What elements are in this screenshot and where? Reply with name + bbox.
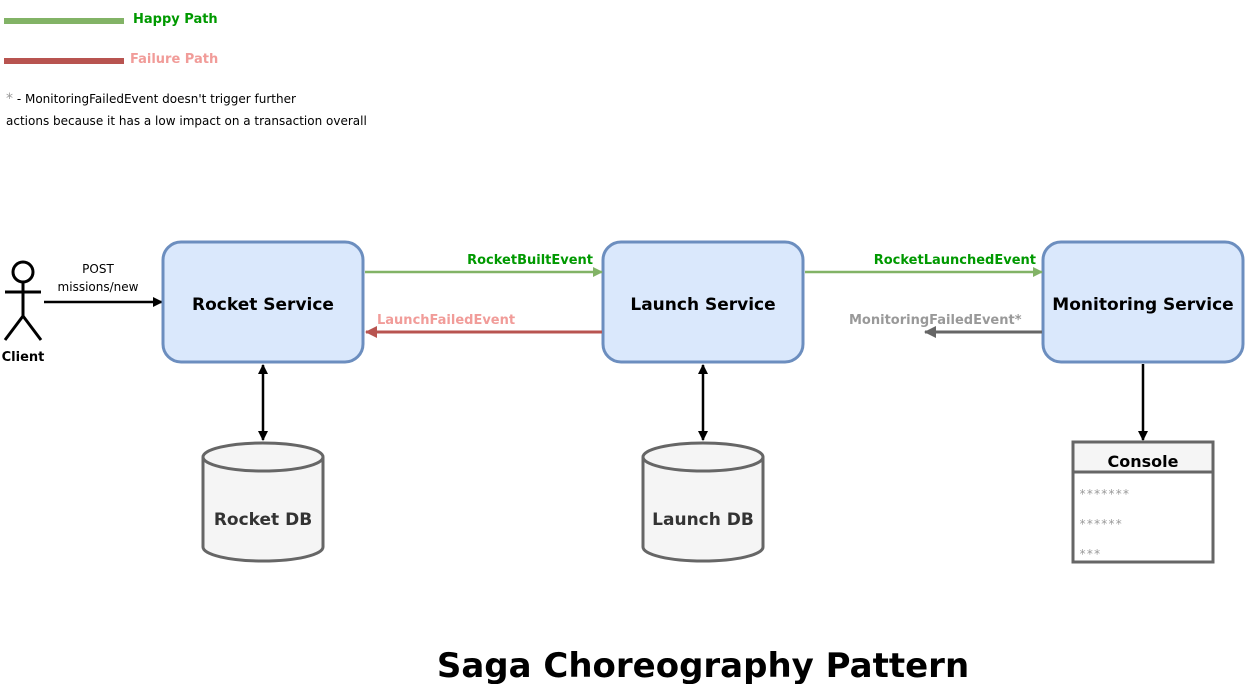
client-head-icon	[11, 260, 35, 284]
diagram-title: Saga Choreography Pattern	[437, 646, 969, 684]
legend-happy-swatch	[4, 18, 124, 24]
launch-service-box	[601, 240, 805, 364]
launch-db-node: Launch DB	[641, 441, 765, 563]
client-leg-left	[3, 315, 25, 341]
console-line-3: ***	[1079, 547, 1101, 561]
client-request-path: missions/new	[58, 280, 139, 294]
legend: Happy Path Failure Path	[4, 12, 218, 67]
legend-failure-label: Failure Path	[130, 52, 218, 67]
monitoring-service-box	[1041, 240, 1245, 364]
rocket-db-node: Rocket DB	[201, 441, 325, 563]
launch-service-label: Launch Service	[630, 295, 775, 315]
rocket-db-label: Rocket DB	[214, 510, 312, 530]
launch-db-rim	[641, 456, 765, 473]
console-line-2: ******	[1079, 517, 1122, 531]
launch-db-label: Launch DB	[652, 510, 754, 530]
client-leg-right	[21, 315, 43, 341]
rocket-service-box	[161, 240, 365, 364]
rocket-service-label: Rocket Service	[192, 295, 334, 315]
rocket-db-rim	[201, 456, 325, 473]
rocket-built-event-label: RocketBuiltEvent	[467, 253, 593, 268]
client-request-method: POST	[82, 262, 114, 276]
console-line-1: *******	[1079, 487, 1130, 501]
rocket-db-cylinder	[201, 441, 325, 563]
monitoring-service-label: Monitoring Service	[1052, 295, 1233, 315]
client-actor	[3, 260, 43, 341]
footnote-line2: actions because it has a low impact on a…	[6, 114, 367, 128]
legend-happy-label: Happy Path	[133, 12, 218, 27]
monitoring-service-node: Monitoring Service	[1041, 240, 1245, 364]
footnote: * - MonitoringFailedEvent doesn't trigge…	[6, 91, 367, 128]
launch-db-cylinder	[641, 441, 765, 563]
launch-failed-event-label: LaunchFailedEvent	[377, 313, 515, 328]
footnote-line1: * - MonitoringFailedEvent doesn't trigge…	[6, 91, 296, 107]
console-node: Console ******* ****** ***	[1071, 440, 1215, 564]
legend-failure-swatch	[4, 58, 124, 64]
console-header	[1071, 440, 1215, 474]
launch-service-node: Launch Service	[601, 240, 805, 364]
rocket-service-node: Rocket Service	[161, 240, 365, 364]
footnote-asterisk: *	[6, 91, 13, 107]
footnote-line1-text: - MonitoringFailedEvent doesn't trigger …	[13, 92, 296, 106]
client-label: Client	[2, 350, 45, 365]
rocket-launched-event-label: RocketLaunchedEvent	[874, 253, 1036, 268]
console-title: Console	[1108, 452, 1179, 471]
monitoring-failed-event-label: MonitoringFailedEvent*	[849, 313, 1022, 328]
